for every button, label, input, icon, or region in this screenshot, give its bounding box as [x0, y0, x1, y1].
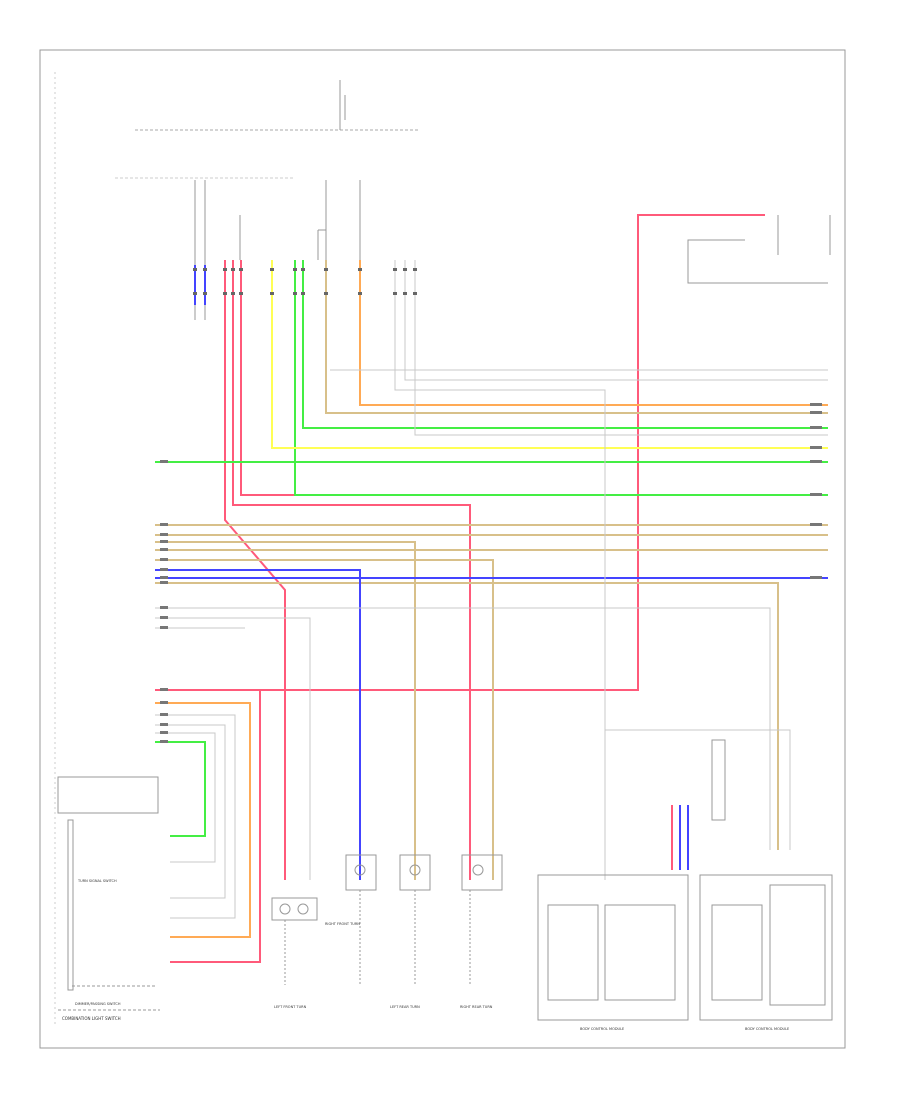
tan-wires: [155, 260, 828, 880]
orange-wires: [155, 260, 828, 938]
label-right-rear-turn: RIGHT REAR TURN: [460, 1005, 493, 1009]
label-bcm-2: BODY CONTROL MODULE: [745, 1027, 789, 1031]
combination-light-switch: [57, 776, 160, 1011]
lamp-right-front: [461, 854, 503, 985]
top-connector-stubs: [194, 180, 361, 320]
label-right-front-turn: RIGHT FRONT TURN: [325, 922, 360, 926]
body-control-module-1: [537, 874, 689, 1021]
label-bcm-1: BODY CONTROL MODULE: [580, 1027, 624, 1031]
label-combination-light-switch: COMBINATION LIGHT SWITCH: [62, 1016, 121, 1021]
body-control-module-2: [699, 874, 833, 1021]
lamp-left-front: [271, 897, 318, 985]
right-wire-terminals: [810, 403, 822, 579]
lamp-left-rear: [345, 854, 377, 985]
gray-wires: [155, 260, 828, 919]
right-top-connector: [687, 215, 831, 284]
label-left-front-turn: LEFT FRONT TURN: [274, 1005, 307, 1009]
label-turn-signal-switch: TURN SIGNAL SWITCH: [77, 879, 117, 883]
left-wire-terminals: [160, 460, 168, 743]
top-left-blue-wires: [194, 265, 206, 305]
relay-box: [711, 739, 726, 821]
module-connector-stubs: [671, 805, 689, 870]
label-dimmer-passing-switch: DIMMER/PASSING SWITCH: [75, 1002, 121, 1006]
label-left-rear-turn: LEFT REAR TURN: [390, 1005, 420, 1009]
lamp-right-rear: [399, 854, 431, 985]
green-wires: [155, 260, 828, 837]
blue-wires: [155, 569, 828, 880]
yellow-wires: [271, 260, 828, 449]
diagram-border: [39, 49, 846, 1049]
pink-wires: [155, 214, 828, 963]
connector-terminals-top: [193, 268, 417, 295]
